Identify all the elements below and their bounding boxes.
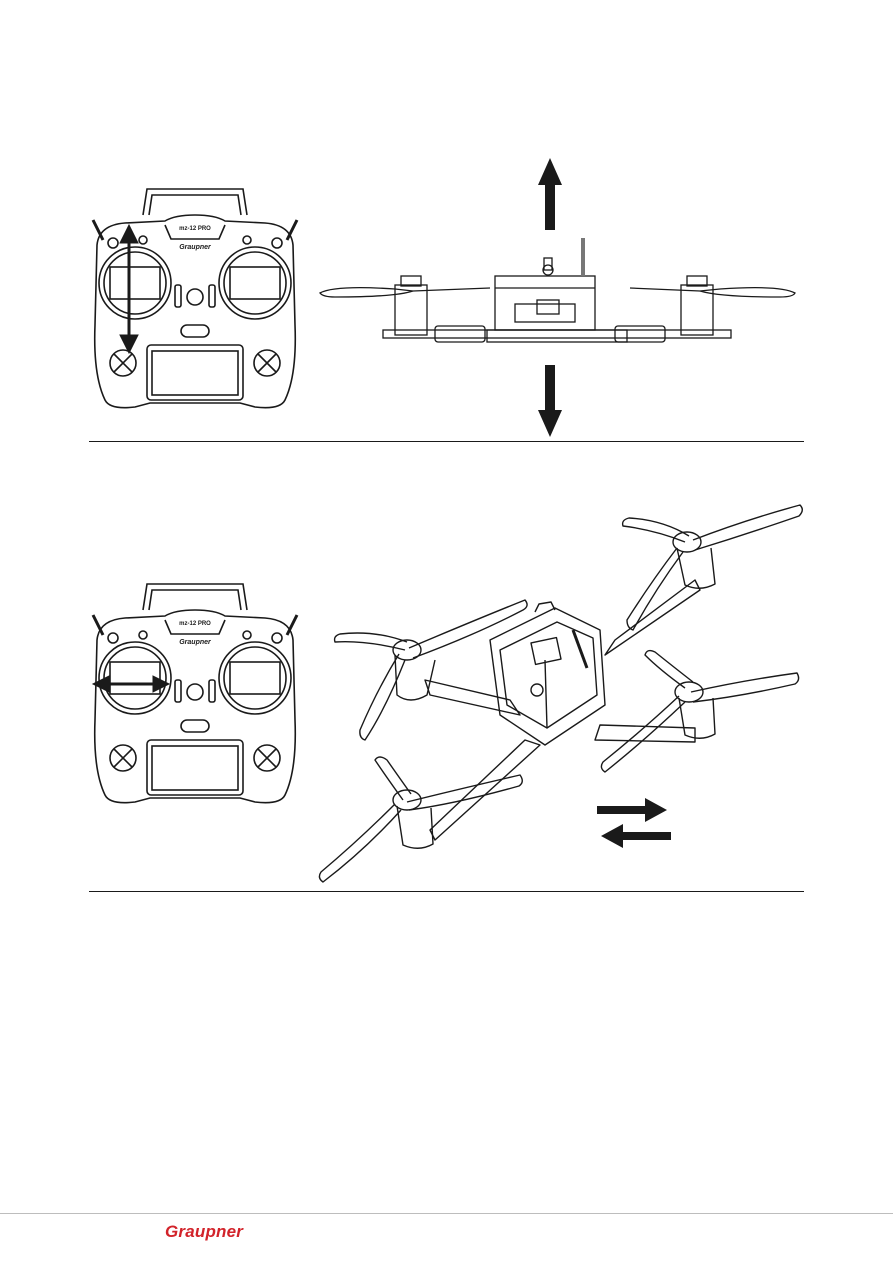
figure-throttle: mz-12 PRO Graupner bbox=[0, 150, 893, 445]
transmitter-brand-label: Graupner bbox=[179, 244, 212, 251]
left-right-arrows-icon bbox=[597, 798, 671, 848]
drone-perspective-view bbox=[315, 490, 805, 890]
stick-horizontal-arrow bbox=[93, 676, 169, 692]
transmitter-model-label: mz-12 PRO bbox=[179, 226, 211, 232]
up-arrow-icon bbox=[538, 158, 562, 230]
footer-brand-logo: Graupner bbox=[165, 1222, 243, 1242]
drone-side-view bbox=[315, 150, 815, 445]
footer-rule bbox=[0, 1213, 893, 1214]
transmitter-model-label: mz-12 PRO bbox=[179, 621, 211, 627]
stick-vertical-arrow bbox=[120, 225, 138, 353]
section-divider bbox=[89, 441, 804, 442]
transmitter-illustration: mz-12 PRO Graupner bbox=[85, 185, 315, 425]
figure-roll: mz-12 PRO Graupner bbox=[0, 490, 893, 890]
transmitter-illustration: mz-12 PRO Graupner bbox=[85, 580, 315, 820]
section-divider bbox=[89, 891, 804, 892]
transmitter-brand-label: Graupner bbox=[179, 639, 212, 646]
down-arrow-icon bbox=[538, 365, 562, 437]
